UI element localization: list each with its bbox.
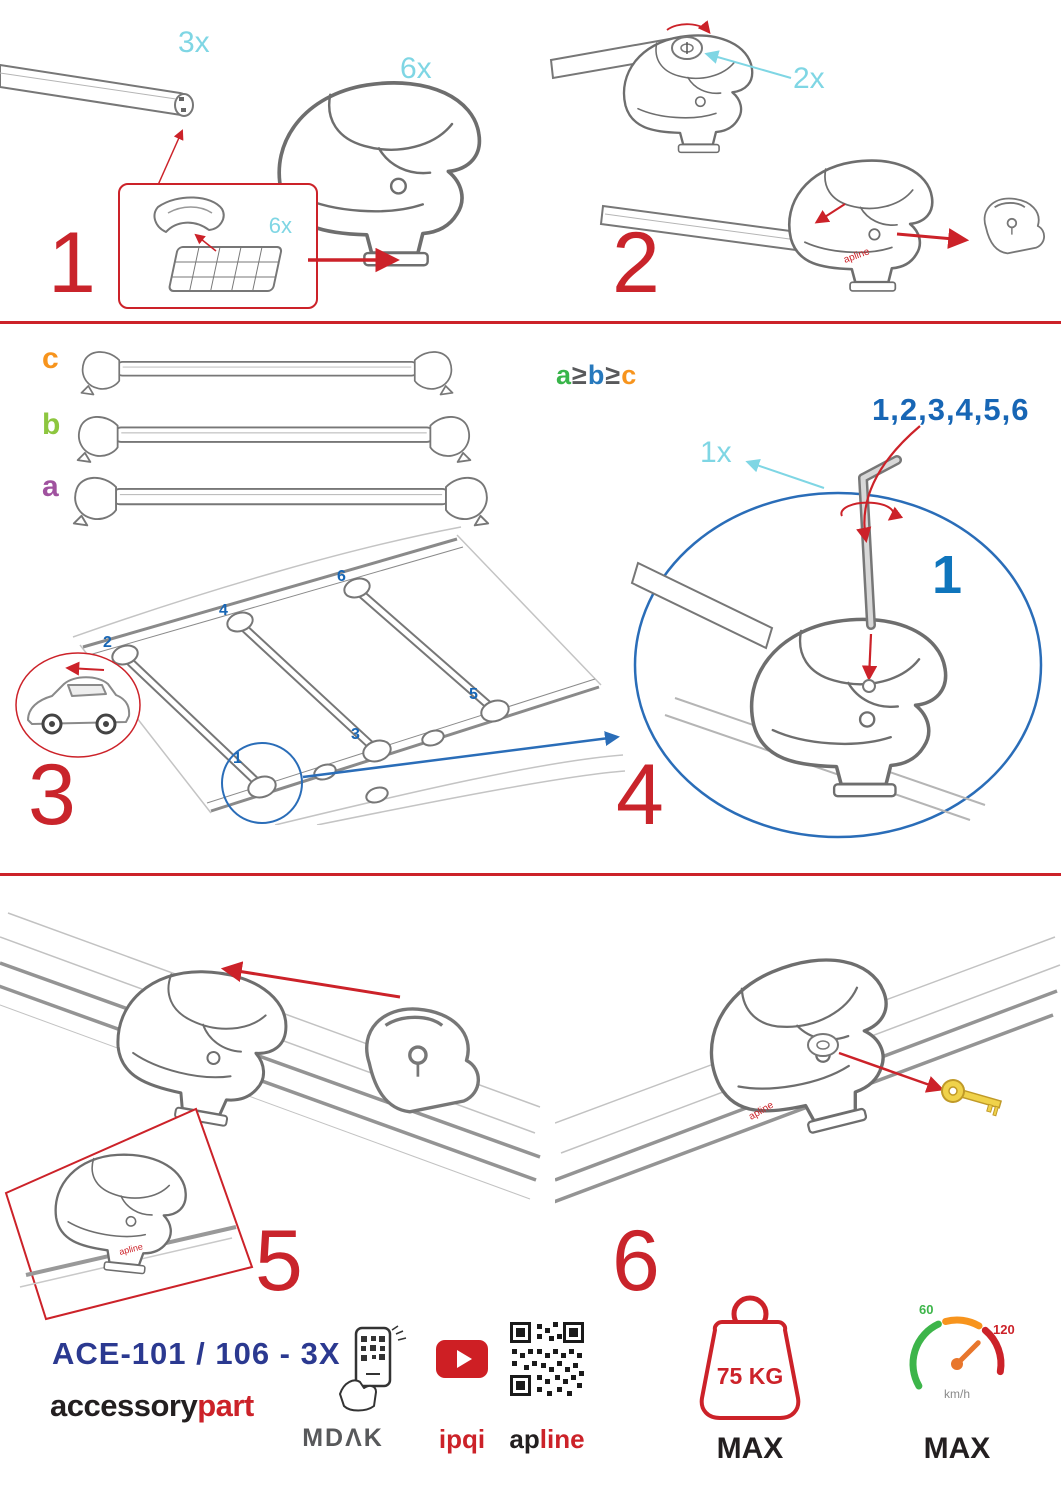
sequence-arrow bbox=[856, 425, 921, 544]
insert-arrow bbox=[220, 961, 401, 999]
step5-number: 5 bbox=[255, 1213, 303, 1309]
qty-key-label: 1x bbox=[700, 436, 732, 469]
bar-label-a: a bbox=[42, 470, 59, 503]
formula-c: c bbox=[621, 360, 638, 390]
step3-number: 3 bbox=[28, 747, 76, 843]
crossbar-tube-illustration bbox=[0, 63, 194, 204]
product-code: ACE-101 / 106 - 3X bbox=[52, 1336, 341, 1371]
roof-mounting-illustration: 2 4 6 1 3 5 bbox=[72, 526, 625, 825]
weight-limit-icon: 75 KG bbox=[699, 1295, 801, 1420]
speed-low-label: 60 bbox=[919, 1302, 933, 1317]
formula-op1: ≥ bbox=[572, 360, 588, 390]
lock-rotate-arrow bbox=[666, 20, 711, 34]
section-divider-2 bbox=[0, 873, 1061, 876]
speedometer-icon: 60 120 km/h bbox=[909, 1302, 1015, 1401]
qty-foot-label: 6x bbox=[400, 52, 432, 85]
brand-accessory: accessory bbox=[50, 1388, 198, 1423]
key-insert-arrow bbox=[838, 1051, 945, 1093]
key-rotate-arrow bbox=[840, 501, 904, 521]
foot-slot-arrow bbox=[814, 203, 846, 224]
step1-number: 1 bbox=[48, 215, 96, 311]
lock-assembly-illustration: apline bbox=[549, 20, 1046, 293]
apline-logo-ap: ap bbox=[509, 1424, 540, 1454]
formula-b: b bbox=[587, 360, 606, 390]
size-formula: a≥b≥c bbox=[556, 360, 637, 391]
step4-number: 4 bbox=[616, 747, 664, 843]
bar-label-b: b bbox=[42, 408, 61, 441]
position-5: 5 bbox=[469, 686, 478, 703]
bar-label-c: c bbox=[42, 342, 59, 375]
speed-unit-label: km/h bbox=[944, 1387, 970, 1401]
lock-qty-leader bbox=[704, 50, 792, 79]
speed-high-label: 120 bbox=[993, 1322, 1015, 1337]
speed-max-label: MAX bbox=[923, 1432, 991, 1465]
rubber-pad-inset: 6x bbox=[118, 183, 318, 309]
rail-insert-illustration bbox=[0, 912, 541, 1200]
car-direction-illustration bbox=[15, 652, 141, 758]
pad-to-foot-arrow bbox=[308, 247, 400, 273]
position-1: 1 bbox=[233, 750, 242, 767]
key-qty-leader bbox=[745, 459, 825, 489]
youtube-icon bbox=[436, 1340, 488, 1378]
position-4: 4 bbox=[219, 602, 228, 619]
section-divider-1 bbox=[0, 321, 1061, 324]
position-3: 3 bbox=[351, 726, 360, 743]
step2-number: 2 bbox=[612, 215, 660, 311]
step6-number: 6 bbox=[612, 1213, 660, 1309]
brand-logo: accessorypart bbox=[50, 1388, 254, 1424]
formula-op2: ≥ bbox=[605, 360, 622, 390]
ipqi-logo: ipqi bbox=[438, 1424, 486, 1454]
weight-max-label: MAX bbox=[716, 1432, 784, 1465]
clamp-attach-arrow bbox=[896, 228, 970, 249]
rubber-pad-illustration bbox=[153, 196, 283, 292]
qty-pad-label: 6x bbox=[268, 213, 292, 238]
qty-bar-label: 3x bbox=[178, 26, 210, 59]
apline-logo-line: line bbox=[539, 1424, 585, 1454]
sequence-callout: 1 bbox=[932, 545, 963, 605]
brand-part: part bbox=[197, 1388, 254, 1423]
zoom-arrow bbox=[302, 731, 620, 779]
tighten-sequence: 1,2,3,4,5,6 bbox=[872, 392, 1030, 427]
locked-foot-inset: apline bbox=[4, 1107, 254, 1321]
hexkey-zoom-illustration bbox=[630, 425, 1043, 839]
crossbar-c-illustration bbox=[80, 351, 454, 396]
weight-value: 75 KG bbox=[717, 1363, 783, 1389]
pad-insert-arrow bbox=[194, 233, 217, 252]
position-6: 6 bbox=[337, 568, 346, 585]
position-2: 2 bbox=[103, 634, 112, 651]
qty-lock-label: 2x bbox=[793, 62, 825, 95]
bolt-arrow bbox=[861, 633, 878, 682]
mdak-logo: MDΛK bbox=[302, 1424, 384, 1452]
car-direction-arrow bbox=[65, 661, 105, 676]
formula-a: a bbox=[556, 360, 573, 390]
key-lock-illustration: apline bbox=[555, 936, 1061, 1204]
zoom-circle bbox=[221, 742, 303, 824]
apline-logo: apline bbox=[494, 1424, 600, 1455]
key-icon bbox=[941, 1079, 1002, 1117]
qr-code bbox=[510, 1322, 584, 1396]
phone-qr-icon bbox=[339, 1325, 407, 1412]
